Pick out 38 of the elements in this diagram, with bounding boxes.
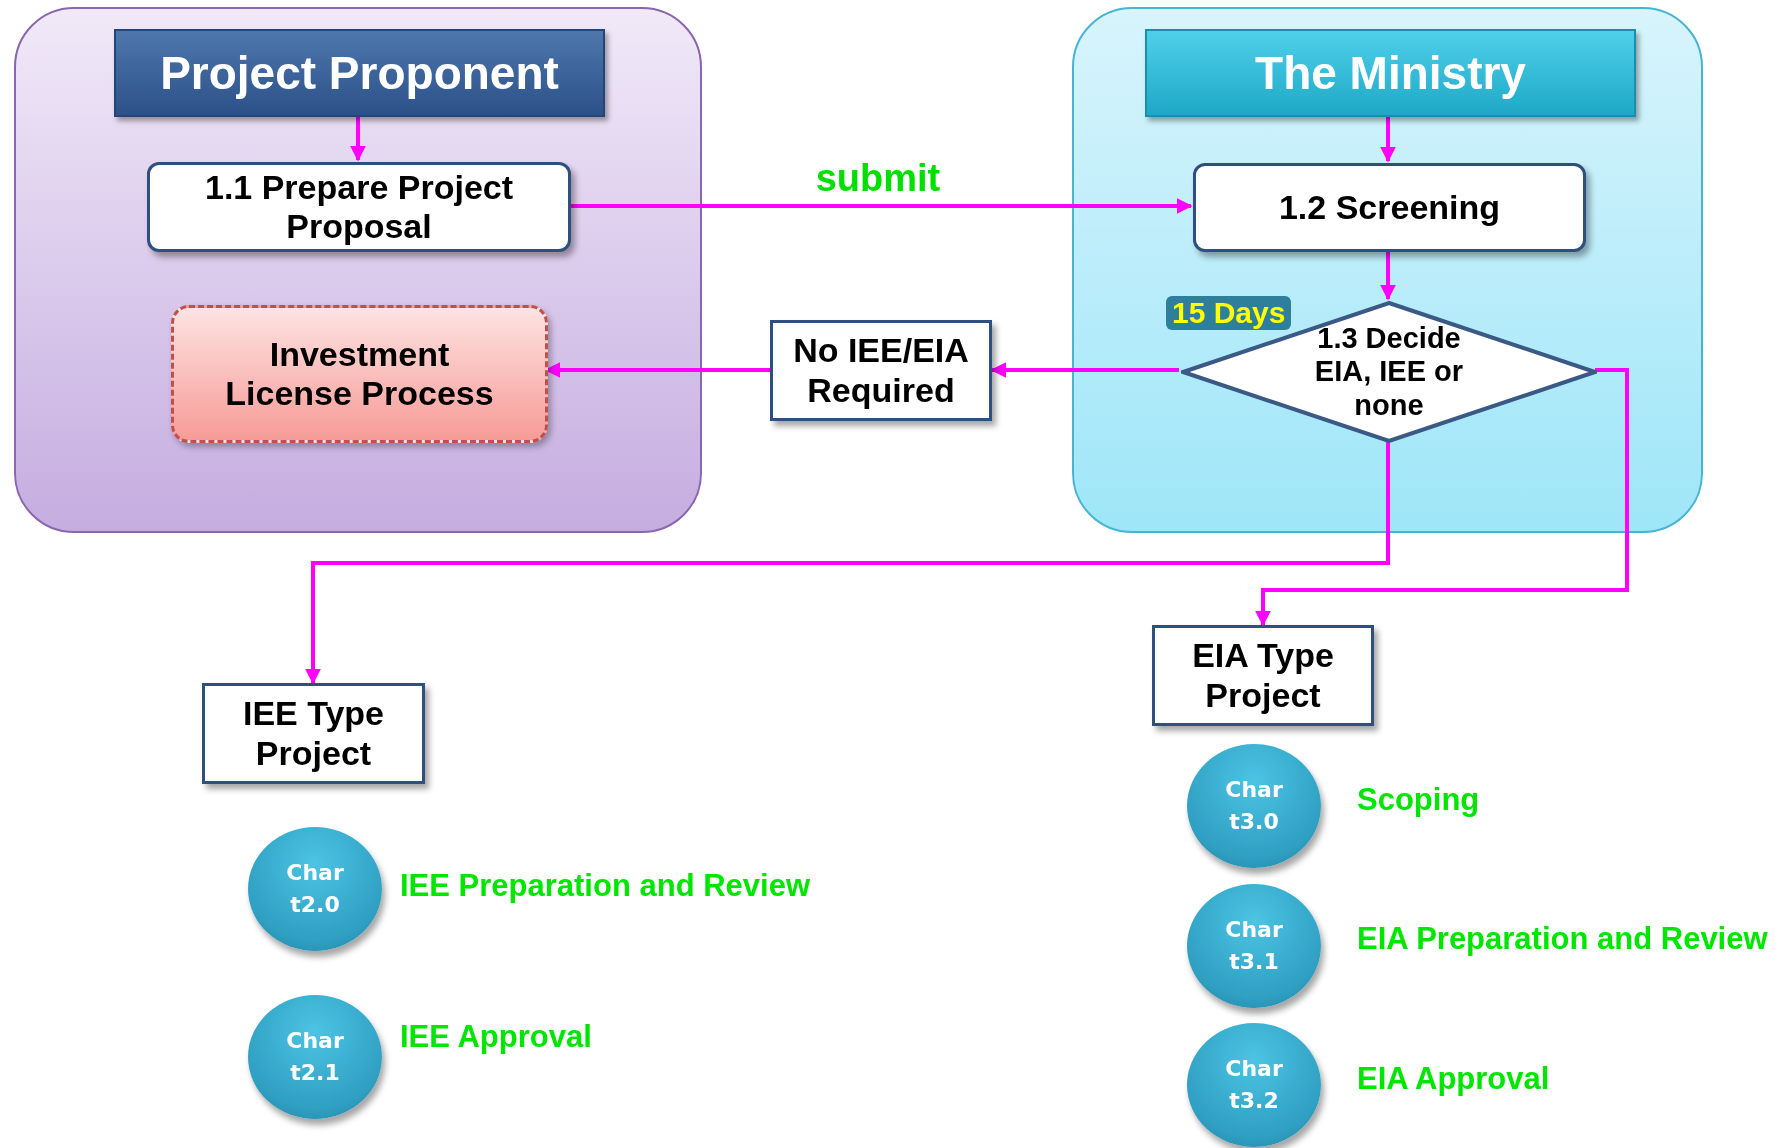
node-text: Project Proponent — [160, 46, 559, 100]
arrow — [990, 362, 1179, 378]
edge-label: submit — [815, 156, 941, 200]
header-bar — [1145, 29, 1636, 117]
arrow — [1380, 115, 1396, 163]
node-text: No IEE/EIA Required — [792, 331, 970, 410]
node-text: Char t3.2 — [1224, 1055, 1284, 1115]
step-label: IEE Approval — [400, 1019, 592, 1055]
node-text: 1.2 Screening — [1278, 187, 1501, 228]
step-label: EIA Preparation and Review — [1357, 921, 1768, 957]
node-text: 1.1 Prepare Project Proposal — [203, 167, 515, 247]
node-text: 1.3 Decide EIA, IEE or none — [1313, 322, 1465, 422]
step-label: Scoping — [1357, 782, 1480, 818]
node-text: Char t3.0 — [1224, 776, 1284, 836]
node-text: IEE Type Project — [241, 694, 386, 773]
process-box — [1152, 625, 1374, 726]
node-text: Investment License Process — [224, 334, 495, 414]
header-bar — [114, 29, 605, 117]
node-text: EIA Type Project — [1191, 636, 1335, 715]
node-text: Char t2.0 — [285, 859, 345, 919]
panel-background — [1072, 7, 1703, 533]
step-label: IEE Preparation and Review — [400, 868, 811, 904]
arrow — [1380, 250, 1396, 301]
node-text: Char t3.1 — [1224, 916, 1284, 976]
arrow — [569, 198, 1193, 214]
process-box — [147, 162, 571, 252]
arrow — [1255, 368, 1629, 627]
arrow — [305, 441, 1390, 685]
process-box — [1193, 163, 1586, 252]
process-box — [202, 683, 425, 784]
step-label: EIA Approval — [1357, 1061, 1550, 1097]
process-box — [770, 320, 992, 421]
panel-background — [14, 7, 702, 533]
node-text: Char t2.1 — [285, 1027, 345, 1087]
arrow — [350, 115, 366, 162]
dashed-process-box — [171, 305, 548, 443]
duration-label: 15 Days — [1166, 296, 1292, 330]
node-text: The Ministry — [1255, 46, 1526, 100]
